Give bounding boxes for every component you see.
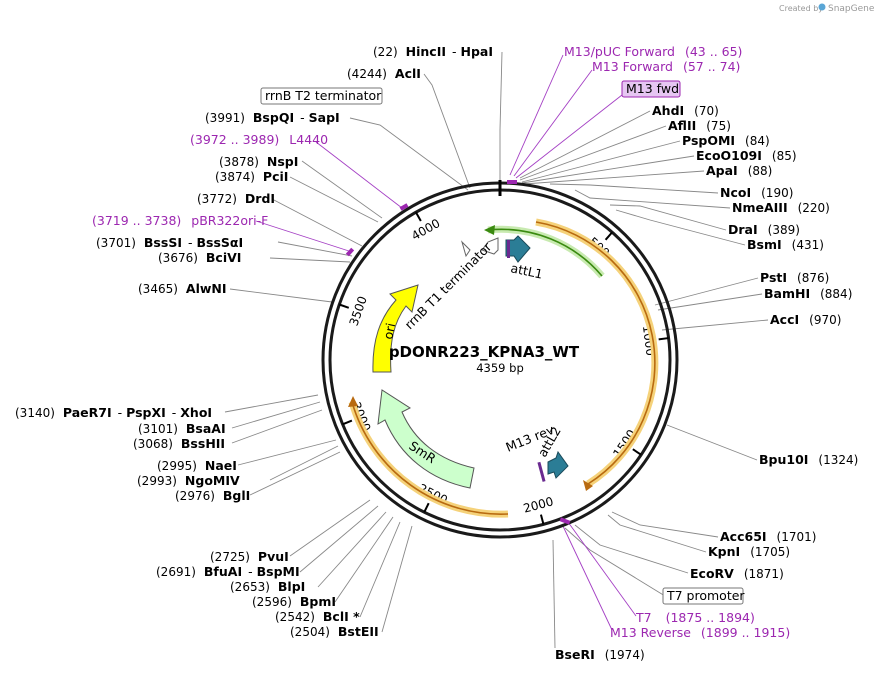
site-bpu10i[interactable]: Bpu10I(1324) xyxy=(759,452,858,467)
primer-pbr322ori-f[interactable]: (3719 .. 3738)pBR322ori-F xyxy=(92,213,268,228)
site-bfuai[interactable]: (2691)BfuAI-BspMI xyxy=(156,564,300,579)
site-ncoi[interactable]: NcoI(190) xyxy=(720,185,793,200)
plasmid-name: pDONR223_KPNA3_WT xyxy=(389,343,580,361)
site-pvui[interactable]: (2725)PvuI xyxy=(210,549,289,564)
tick-mark xyxy=(539,514,545,525)
site-pcii[interactable]: (3874)PciI xyxy=(215,169,288,184)
tick-label: 4000 xyxy=(409,216,442,243)
primer-l4440[interactable]: (3972 .. 3989)L4440 xyxy=(190,132,328,147)
site-acc65i[interactable]: Acc65I(1701) xyxy=(720,529,816,544)
site-bsteii[interactable]: (2504)BstEII xyxy=(290,624,379,639)
site-naei[interactable]: (2995)NaeI xyxy=(157,458,237,473)
tick-mark xyxy=(415,211,422,222)
site-aflii[interactable]: AflII(75) xyxy=(668,118,731,133)
tick-mark xyxy=(658,337,669,341)
rrnb-t2-terminator-feature xyxy=(460,240,471,258)
attl1-label: attL1 xyxy=(509,260,544,281)
site-ngomiv[interactable]: (2993)NgoMIV xyxy=(137,473,240,488)
m13-fwd-label: M13 fwd xyxy=(626,81,679,96)
site-ecorv[interactable]: EcoRV(1871) xyxy=(690,566,784,581)
t7-promoter-box xyxy=(662,587,744,605)
attl2-marker xyxy=(537,461,546,482)
tick-mark xyxy=(604,231,613,241)
site-bsssi[interactable]: (3701)BssSI-BssSαI xyxy=(96,235,243,250)
site-psti[interactable]: PstI(876) xyxy=(760,270,829,285)
ccdb-arc xyxy=(351,401,509,515)
site-ecoo109i[interactable]: EcoO109I(85) xyxy=(696,148,797,163)
primer-m13-reverse[interactable]: M13 Reverse(1899 .. 1915) xyxy=(610,625,790,640)
insert-arc xyxy=(535,221,656,485)
tick-mark xyxy=(342,419,353,426)
left-site-labels: (22)HincII-HpaI (4244)AclI (3991)BspQI-S… xyxy=(15,44,493,639)
site-acci[interactable]: AccI(970) xyxy=(770,312,841,327)
m13-fwd-box xyxy=(621,80,681,98)
site-drai[interactable]: DraI(389) xyxy=(728,222,800,237)
plasmid-size: 4359 bp xyxy=(476,361,524,375)
site-bcli[interactable]: (2542)BclI * xyxy=(275,609,360,624)
site-bgli[interactable]: (2976)BglI xyxy=(175,488,250,503)
site-drdi[interactable]: (3772)DrdI xyxy=(197,191,275,206)
ori-label: ori xyxy=(380,322,398,341)
site-bpmi[interactable]: (2596)BpmI xyxy=(252,594,336,609)
primer-m13-forward[interactable]: M13 Forward(57 .. 74) xyxy=(592,59,740,74)
site-bcivi[interactable]: (3676)BciVI xyxy=(158,250,241,265)
smr-feature xyxy=(377,389,475,489)
site-bamhi[interactable]: BamHI(884) xyxy=(764,286,852,301)
site-alwni[interactable]: (3465)AlwNI xyxy=(138,281,227,296)
site-bseri[interactable]: BseRI(1974) xyxy=(555,647,645,662)
primer-sites xyxy=(345,180,571,525)
primer-labels: M13/pUC Forward(43 .. 65) M13 Forward(57… xyxy=(92,44,790,640)
snapgene-logo-icon xyxy=(818,3,826,11)
site-kpni[interactable]: KpnI(1705) xyxy=(708,544,790,559)
site-ahdi[interactable]: AhdI(70) xyxy=(652,103,719,118)
leader-lines xyxy=(224,51,769,649)
insert-arc-arrowhead xyxy=(583,480,593,491)
site-blpi[interactable]: (2653)BlpI xyxy=(230,579,305,594)
site-bsshii[interactable]: (3068)BssHII xyxy=(133,436,225,451)
site-bsaai[interactable]: (3101)BsaAI xyxy=(138,421,226,436)
attl1-arc-arrowhead xyxy=(484,225,495,235)
rrnb-t2-terminator-box xyxy=(260,87,383,105)
primer-m13puc-forward[interactable]: M13/pUC Forward(43 .. 65) xyxy=(564,44,742,59)
site-nmeaiii[interactable]: NmeAIII(220) xyxy=(732,200,830,215)
site-bsmi[interactable]: BsmI(431) xyxy=(747,237,824,252)
tick-mark xyxy=(632,448,642,456)
site-bspqi[interactable]: (3991)BspQI-SapI xyxy=(205,110,340,125)
attl1-marker xyxy=(507,240,510,258)
primer-t7[interactable]: T7(1875 .. 1894) xyxy=(635,610,755,625)
rrnb-t1-terminator-feature xyxy=(481,237,499,255)
watermark-brand: SnapGene xyxy=(828,4,875,14)
attl1-arc xyxy=(487,228,603,277)
tick-label: 2000 xyxy=(522,494,555,515)
attl2-feature xyxy=(547,450,569,479)
tick-label: 3500 xyxy=(347,294,370,327)
rrnb-t2-terminator-label: rrnB T2 terminator xyxy=(265,88,382,103)
ccdb-arc-arrowhead xyxy=(348,396,358,407)
site-paer7i[interactable]: (3140)PaeR7I-PspXI-XhoI xyxy=(15,405,212,420)
tick-mark xyxy=(423,502,430,513)
site-pspomi[interactable]: PspOMI(84) xyxy=(682,133,770,148)
site-acli[interactable]: (4244)AclI xyxy=(347,66,421,81)
site-apai[interactable]: ApaI(88) xyxy=(706,163,772,178)
primer-leader-lines xyxy=(255,54,637,631)
ori-feature xyxy=(372,284,419,373)
watermark-created-by: Created by xyxy=(779,4,823,13)
site-nspi[interactable]: (3878)NspI xyxy=(219,154,298,169)
tick-mark xyxy=(338,303,350,309)
right-site-labels: AhdI(70) AflII(75) PspOMI(84) EcoO109I(8… xyxy=(555,103,858,662)
t7-promoter-label: T7 promoter xyxy=(666,588,745,603)
site-hincii[interactable]: (22)HincII-HpaI xyxy=(373,44,493,59)
